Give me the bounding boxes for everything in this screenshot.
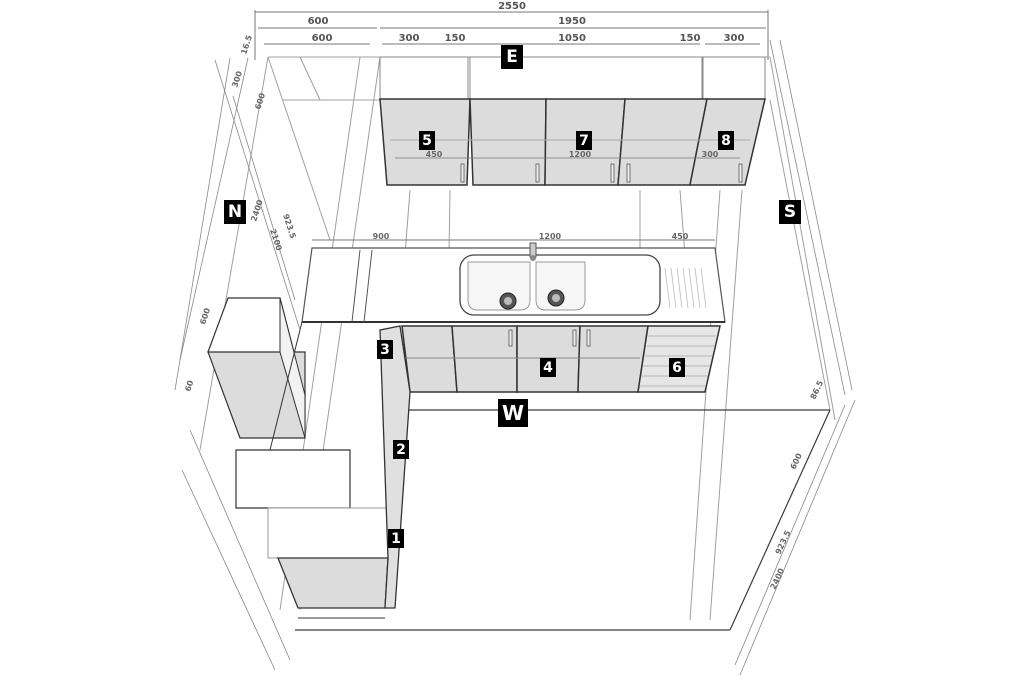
dim-row2-a: 600 [308, 16, 329, 27]
dim-row3-a: 600 [312, 33, 333, 44]
dim-row2-b: 1950 [558, 16, 586, 27]
dim-counter-a: 900 [373, 232, 390, 241]
left-dimension-lines [174, 57, 301, 671]
right-dimension-lines [734, 39, 856, 676]
cabinet-marker-8: 8 [718, 131, 734, 150]
dim-upper-b: 1200 [569, 150, 592, 159]
dim-right-b: 600 [789, 452, 804, 471]
dim-left-h: 60 [183, 379, 195, 393]
dim-row3-e: 150 [680, 33, 701, 44]
dim-left-f: 2100 [268, 228, 284, 252]
dim-left-d: 923.5 [281, 213, 298, 240]
dim-left-a: 16.5 [239, 34, 254, 56]
dim-overall-width: 2550 [498, 1, 526, 12]
cabinet-marker-1: 1 [388, 529, 404, 548]
north-side-units [207, 297, 411, 619]
dim-row3-b: 300 [399, 33, 420, 44]
dim-right-a: 86.5 [809, 379, 826, 401]
floor-outline [295, 409, 831, 631]
dim-row3-c: 150 [445, 33, 466, 44]
cabinet-marker-6: 6 [669, 358, 685, 377]
dim-row3-d: 1050 [558, 33, 586, 44]
sink [459, 242, 707, 316]
cabinet-marker-3: 3 [377, 340, 393, 359]
dim-upper-a: 450 [426, 150, 443, 159]
top-dimension-lines [254, 10, 769, 60]
dim-upper-c: 300 [702, 150, 719, 159]
upper-cabinets [379, 56, 766, 186]
dim-row3-f: 300 [724, 33, 745, 44]
dim-counter-c: 450 [672, 232, 689, 241]
compass-north-marker: N [224, 200, 246, 224]
dim-counter-b: 1200 [539, 232, 562, 241]
cabinet-marker-5: 5 [419, 131, 435, 150]
compass-west-marker: W [498, 399, 528, 427]
dim-left-c: 600 [253, 92, 267, 111]
dim-left-g: 600 [198, 307, 212, 326]
compass-east-marker: E [501, 45, 523, 69]
cabinet-marker-7: 7 [576, 131, 592, 150]
cabinet-marker-4: 4 [540, 358, 556, 377]
dim-right-c: 923.5 [774, 529, 793, 556]
compass-south-marker: S [779, 200, 801, 224]
drainboard [664, 267, 707, 309]
cabinet-marker-2: 2 [393, 440, 409, 459]
